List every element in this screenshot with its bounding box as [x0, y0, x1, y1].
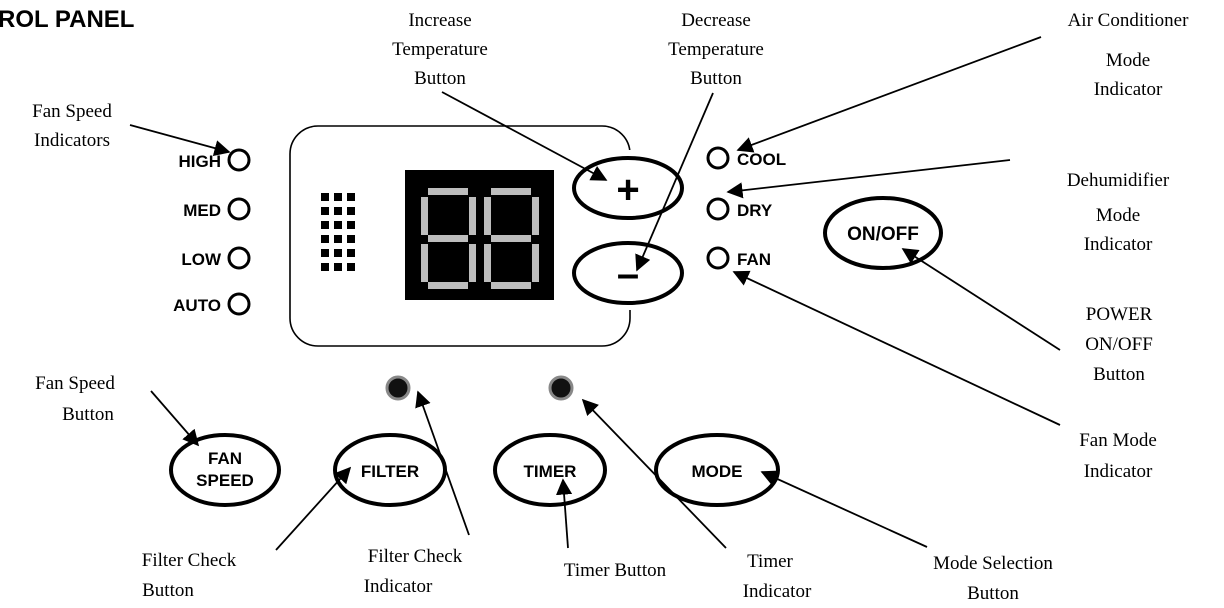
mode-button-label: MODE	[692, 462, 743, 481]
dot-grid-icon	[321, 193, 355, 271]
svg-text:Fan Mode: Fan Mode	[1079, 430, 1157, 451]
callout-power: POWER ON/OFF Button	[1085, 304, 1153, 385]
callout-timer-indicator: Timer Indicator	[743, 551, 812, 602]
timer-button[interactable]	[493, 433, 607, 507]
leader-timer-indicator	[581, 398, 727, 549]
callout-fan-speed-button: Fan Speed Button	[35, 373, 115, 425]
svg-text:Indicator: Indicator	[1094, 79, 1163, 100]
fan-speed-high-label: HIGH	[179, 152, 222, 171]
temperature-display	[405, 170, 554, 300]
panel-title: ROL PANEL	[0, 6, 134, 33]
filter-button-label: FILTER	[361, 462, 419, 481]
power-button-label: ON/OFF	[847, 224, 919, 245]
svg-text:Button: Button	[690, 68, 742, 89]
svg-text:Indicator: Indicator	[364, 576, 433, 597]
callout-timer-button: Timer Button	[564, 560, 667, 581]
fan-speed-med-label: MED	[183, 201, 221, 220]
svg-text:ON/OFF: ON/OFF	[1085, 334, 1153, 355]
mode-selection-button[interactable]	[654, 433, 780, 507]
timer-indicator	[548, 375, 574, 401]
svg-text:Mode: Mode	[1096, 205, 1140, 226]
svg-text:Indicator: Indicator	[743, 581, 812, 602]
cool-mode-indicator	[706, 146, 730, 170]
svg-text:Timer: Timer	[747, 551, 793, 572]
leader-fan-speed-button	[150, 390, 200, 447]
svg-text:Button: Button	[62, 404, 114, 425]
svg-text:Fan Speed: Fan Speed	[35, 373, 115, 394]
callout-decrease: Decrease Temperature Button	[668, 10, 764, 89]
timer-button-label: TIMER	[524, 462, 577, 481]
svg-text:Mode Selection: Mode Selection	[933, 553, 1053, 574]
svg-text:Temperature: Temperature	[392, 39, 488, 60]
leader-filter-check-button	[275, 466, 352, 551]
svg-text:POWER: POWER	[1086, 304, 1153, 325]
svg-text:Timer Button: Timer Button	[564, 560, 667, 581]
fan-speed-med-indicator	[227, 197, 251, 221]
callout-mode-selection: Mode Selection Button	[933, 553, 1053, 604]
callout-air-conditioner: Air Conditioner Mode Indicator	[1068, 10, 1190, 100]
svg-text:Indicator: Indicator	[1084, 461, 1153, 482]
svg-text:Indicator: Indicator	[1084, 234, 1153, 255]
svg-text:Fan Speed: Fan Speed	[32, 101, 112, 122]
svg-text:Temperature: Temperature	[668, 39, 764, 60]
dry-mode-indicator	[706, 197, 730, 221]
leader-timer-button	[555, 478, 573, 549]
callout-fan-mode: Fan Mode Indicator	[1079, 430, 1157, 482]
callout-increase: Increase Temperature Button	[392, 10, 488, 89]
cool-mode-label: COOL	[737, 150, 786, 169]
svg-text:Filter Check: Filter Check	[142, 550, 237, 571]
svg-text:Increase: Increase	[408, 10, 471, 31]
svg-text:Button: Button	[967, 583, 1019, 604]
dry-mode-label: DRY	[737, 201, 773, 220]
leader-filter-check-indicator	[415, 390, 470, 536]
fan-speed-low-indicator	[227, 246, 251, 270]
leader-fan-speed-indicators	[129, 124, 231, 156]
minus-symbol: –	[617, 252, 639, 296]
svg-text:Dehumidifier: Dehumidifier	[1067, 170, 1170, 191]
svg-text:Indicators: Indicators	[34, 130, 110, 151]
svg-text:Decrease: Decrease	[681, 10, 751, 31]
fan-speed-button-label-line2: SPEED	[196, 471, 254, 490]
leader-mode-selection	[760, 470, 928, 548]
svg-text:Button: Button	[142, 580, 194, 601]
callout-filter-check-button: Filter Check Button	[142, 550, 237, 601]
leader-decrease	[635, 92, 714, 272]
callout-dehumidifier: Dehumidifier Mode Indicator	[1067, 170, 1170, 255]
fan-speed-auto-indicator	[227, 292, 251, 316]
fan-mode-indicator	[706, 246, 730, 270]
digit-right	[484, 188, 539, 289]
svg-text:Filter Check: Filter Check	[368, 546, 463, 567]
fan-mode-label: FAN	[737, 250, 771, 269]
leader-power	[901, 248, 1061, 351]
fan-speed-low-label: LOW	[181, 250, 222, 269]
leader-dehumidifier	[726, 159, 1011, 199]
fan-speed-high-indicator	[227, 148, 251, 172]
svg-text:Mode: Mode	[1106, 50, 1150, 71]
callout-filter-check-indicator: Filter Check Indicator	[364, 546, 463, 597]
leader-air-conditioner	[736, 36, 1042, 153]
decrease-temperature-button[interactable]	[572, 241, 684, 305]
leader-fan-mode	[732, 270, 1061, 426]
filter-check-indicator	[385, 375, 411, 401]
svg-text:Air Conditioner: Air Conditioner	[1068, 10, 1190, 31]
svg-text:Button: Button	[414, 68, 466, 89]
fan-speed-button[interactable]	[169, 433, 281, 507]
fan-speed-auto-label: AUTO	[173, 296, 221, 315]
leader-increase	[441, 91, 608, 181]
svg-text:Button: Button	[1093, 364, 1145, 385]
callout-fan-speed-indicators: Fan Speed Indicators	[32, 101, 112, 151]
fan-speed-button-label-line1: FAN	[208, 449, 242, 468]
digit-left	[421, 188, 476, 289]
plus-symbol: +	[616, 168, 639, 212]
